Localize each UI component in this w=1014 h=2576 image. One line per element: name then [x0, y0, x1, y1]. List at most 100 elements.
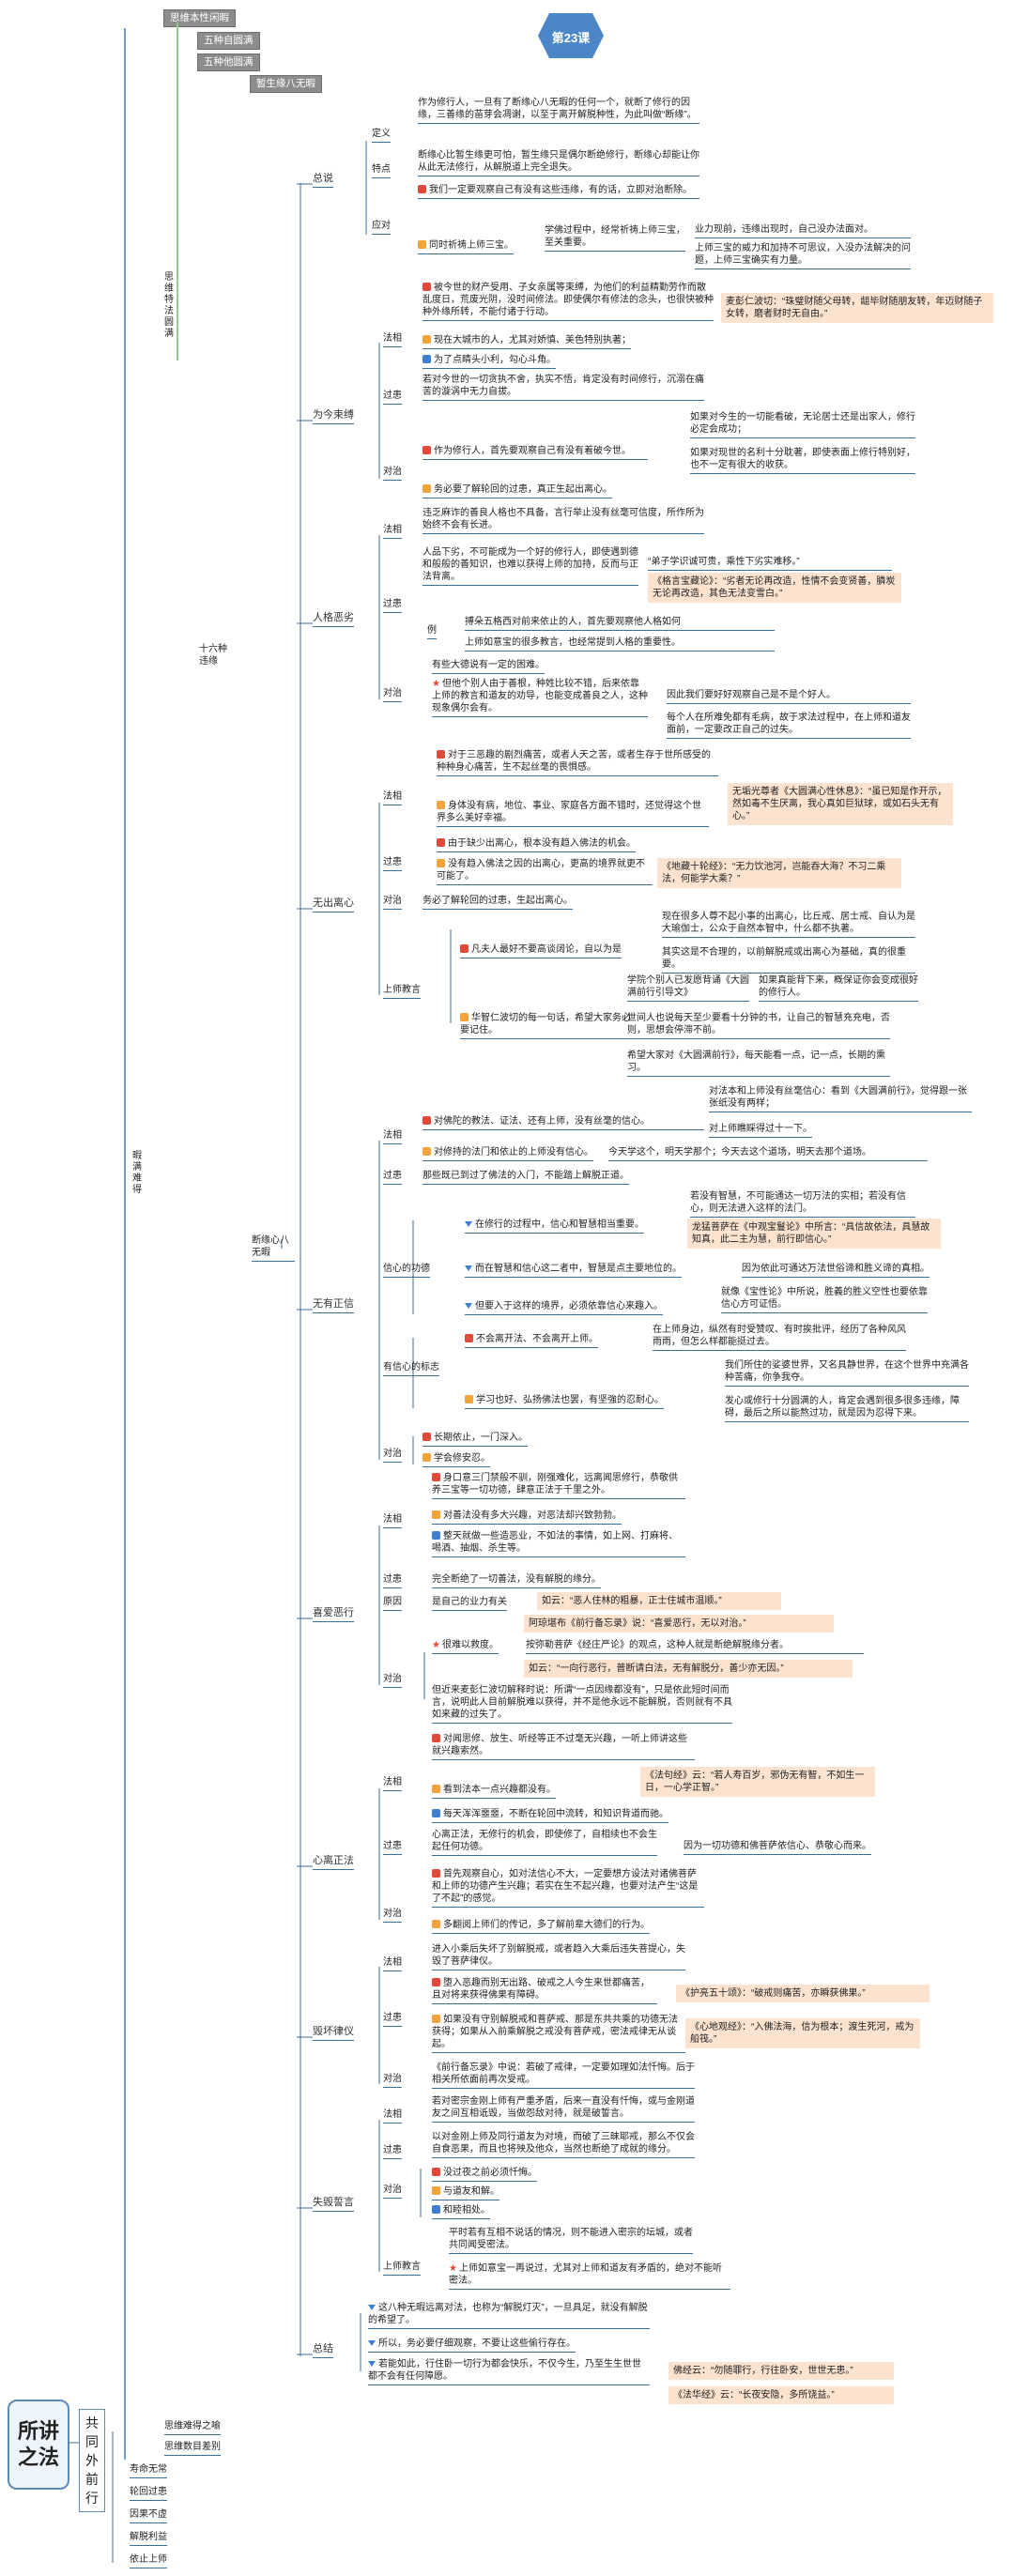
down-arrow-icon [465, 1221, 472, 1227]
blue-flag-icon [432, 1531, 440, 1540]
section-label[interactable]: 思维特法圆满 [164, 272, 174, 339]
label-fx: 法相 [383, 2108, 402, 2124]
l1-node[interactable]: 共同外前行 [79, 2409, 105, 2512]
branch-xlzf[interactable]: 心离正法 [313, 1855, 354, 1870]
label-yy: 原因 [383, 1596, 402, 1611]
text-zj3: 若能如此，行住卧一切行为都会快乐，不仅今生，乃至生生世世都不会有任何障愿。 [368, 2358, 650, 2385]
label-xx: 信心的功德 [383, 1263, 430, 1278]
l2-item[interactable]: 因果不虚 [130, 2508, 167, 2523]
text-xlzf-f2: 看到法本一点兴趣都没有。 [432, 1784, 556, 1799]
text-xaex-f2: 对善法没有多大兴趣，对恶法却兴致勃勃。 [432, 1510, 622, 1525]
text-hhly-d1: 《前行备忘录》中说：若破了戒律，一定要如理如法忏悔。后于相关所依面前再次受戒。 [432, 2062, 695, 2089]
red-flag-icon [422, 1116, 431, 1125]
text-rgel-f1: 违乏麻诈的善良人格也不具备，言行举止没有丝毫可信度，所作所为始终不会有长进。 [422, 507, 704, 534]
branch-xaex[interactable]: 喜爱恶行 [313, 1607, 354, 1622]
text-wyzx-f2: 对修持的法门和依止的上师没有信心。 [422, 1146, 593, 1161]
label-dz: 对治 [383, 687, 402, 702]
text-wjs-f2: 现在大城市的人，尤其对娇慎、美色特别执著； [422, 334, 631, 349]
text-xaex-f1: 身口意三门禁般不驯，刚强难化，远离闻思修行，恭敬供养三宝等一切功德，肆意正法于千… [432, 1472, 685, 1499]
text-rgel-g1q: “弟子学识诚可贵，乘性下劣实难移。” [648, 556, 892, 571]
text-hhly-f1: 进入小乘后失坏了别解脱戒，或者趋入大乘后违失菩提心，失毁了菩萨律仪。 [432, 1943, 685, 1970]
label-dz: 对治 [383, 895, 402, 910]
l2-item[interactable]: 解脱利益 [130, 2531, 167, 2546]
text-hhly-g1: 堕入恶趣而别无出路、破戒之人今生来世都痛苦，且对将来获得佛果有障碍。 [432, 1977, 657, 2004]
orange-flag-icon [432, 1510, 440, 1519]
text-wcl-f2: 身体没有病，地位、事业、家庭各方面不错时，还觉得这个世界多么美好幸福。 [437, 800, 709, 827]
branch-wjs[interactable]: 为今束缚 [313, 409, 354, 424]
text-wyzx-f1: 对佛陀的教法、证法、还有上师，没有丝毫的信心。 [422, 1115, 704, 1130]
text-sssy-s1: 平时若有互相不说话的情况，则不能进入密宗的坛城，或者共同闻受密法。 [449, 2227, 693, 2254]
branch-rgel[interactable]: 人格恶劣 [313, 612, 354, 627]
label-dz: 对治 [383, 1908, 402, 1923]
text-rgel-l2: 上师如意宝的很多教言，也经常提到人格的重要性。 [465, 636, 775, 652]
text-sssy-d3: 和睦相处。 [432, 2204, 490, 2219]
l2-item[interactable]: 寿命无常 [130, 2463, 167, 2478]
text-wjs-d2: 务必要了解轮回的过患，真正生起出离心。 [422, 483, 612, 498]
text-wyzx-b2a: 我们所住的娑婆世界，又名具静世界，在这个世界中充满各种苦痛，你争我夺。 [725, 1359, 969, 1387]
top-item[interactable]: 暂生缘八无暇 [250, 75, 322, 93]
down-arrow-icon [368, 2340, 376, 2346]
down-arrow-icon [368, 2305, 376, 2310]
label-gh: 过患 [383, 2012, 402, 2027]
quote-wjs-f1: 麦彭仁波切：“珠璧财随父母转，龃毕财随朋友转，年迈财随子女转，磨者财时无自由。” [721, 293, 993, 323]
blue-flag-icon [422, 355, 431, 363]
quote-zj3b: 《法华经》云：“长夜安隐，多所饶益。” [668, 2386, 894, 2404]
branch-hhly[interactable]: 毁坏律仪 [313, 2026, 354, 2041]
blue-flag-icon [432, 1809, 440, 1817]
label-fx: 法相 [383, 332, 402, 347]
text-wjs-d1b: 如果对现世的名利十分耽著，即使表面上修行特别好，也不一定有很大的收获。 [690, 447, 915, 474]
text-xaex-d2: 但近来麦彭仁波切解释时说：所谓“一点因缘都没有”，只是依此短时间而言，说明此人目… [432, 1684, 732, 1724]
star-icon: ★ [432, 1640, 440, 1650]
top-item[interactable]: 五种自圆满 [197, 32, 260, 50]
bottom-item[interactable]: 思维数目差别 [164, 2441, 221, 2456]
branch-zongshuo[interactable]: 总说 [313, 173, 333, 188]
text-sssy-s2: ★上师如意宝一再说过，尤其对上师和道友有矛盾的，绝对不能听密法。 [449, 2262, 730, 2290]
bottom-item[interactable]: 思维难得之喻 [164, 2420, 221, 2435]
text-wjs-d1: 作为修行人，首先要观察自己有没有着破今世。 [422, 445, 648, 460]
text-wcl-g1: 由于缺少出离心，根本没有趋入佛法的机会。 [437, 837, 636, 852]
red-flag-icon [465, 1334, 473, 1342]
section-label[interactable]: 断缘心八无暇 [252, 1234, 295, 1262]
red-flag-icon [432, 1473, 440, 1481]
label-gh: 过患 [383, 1573, 402, 1588]
text-wcl-s2b: 如果真能背下来，概保证你会变成很好的修行人。 [759, 974, 918, 1002]
top-item[interactable]: 思维本性闲暇 [163, 9, 236, 27]
root-node[interactable]: 所讲之法 [8, 2400, 69, 2490]
l2-item[interactable]: 轮回过患 [130, 2486, 167, 2501]
top-item[interactable]: 五种他圆满 [197, 54, 260, 71]
orange-flag-icon [432, 1920, 440, 1928]
branch-sssy[interactable]: 失毁誓言 [313, 2197, 354, 2212]
text-yd2c: 上师三宝的威力和加持不可思议，入没办法解决的问题，上师三宝确实有力量。 [695, 242, 911, 269]
l2-item[interactable]: 依止上师 [130, 2553, 167, 2568]
text-wcl-s1a: 现在很多人尊不起小事的出离心，比丘戒、居士戒、自认为是大瑜伽士，公众于自然本智中… [662, 911, 915, 938]
label-fx: 法相 [383, 1956, 402, 1971]
star-icon: ★ [449, 2263, 457, 2274]
label-gh: 过患 [383, 2144, 402, 2159]
quote-xlzf: 《法句经》云：“若人寿百岁，邪伪无有智，不如生一日，一心学正智。” [640, 1767, 875, 1797]
text-xlzf-f1: 对闻思修、放生、听经等正不过毫无兴趣，一听上师讲这些就兴趣索然。 [432, 1733, 695, 1760]
orange-flag-icon [432, 1785, 440, 1793]
text-yd2a: 学佛过程中，经常祈祷上师三宝，至关重要。 [545, 224, 685, 252]
branch-wcl[interactable]: 无出离心 [313, 897, 354, 912]
label-dz: 对治 [383, 1673, 402, 1688]
orange-flag-icon [432, 2186, 440, 2195]
star-icon: ★ [432, 679, 440, 689]
text-wyzx-b1a: 在上师身边，纵然有时受赞叹、有时挨批评，经历了各种风风雨雨，但怎么样都能挺过去。 [653, 1324, 906, 1351]
text-yd2: 同时祈祷上师三宝。 [418, 239, 514, 254]
branch-zj[interactable]: 总结 [313, 2343, 333, 2358]
quote-xaex-d1a: 阿琼堪布《前行备忘录》说：“喜爱恶行，无以对治。” [524, 1615, 834, 1633]
red-flag-icon [422, 446, 431, 454]
text-wyzx-d2: 学会修安忍。 [422, 1452, 490, 1467]
text-xlzf-d2: 多翻阅上师们的传记，多了解前辈大德们的行为。 [432, 1919, 650, 1934]
label-li: 例 [427, 624, 437, 639]
section-label[interactable]: 十六种违缘 [199, 644, 227, 667]
text-sssy-d1: 没过夜之前必须忏悔。 [432, 2167, 537, 2182]
quote-rgel: 《格言宝藏论》：“劣者无论再改造，性情不会变贤善，膦炭无论再改造，其色无法变雪白… [648, 573, 901, 603]
section-label[interactable]: 暇满难得 [132, 1151, 142, 1195]
red-flag-icon [432, 1869, 440, 1878]
text-wcl-s2: 华智仁波切的每一句话，希望大家务必要记住。 [460, 1012, 638, 1039]
text-rgel-d2a: 因此我们要好好观察自己是不是个好人。 [667, 689, 911, 704]
quote-zj3a: 佛经云：“勿随罪行，行往卧安，世世无患。” [668, 2362, 894, 2380]
quote-hhly-g2: 《心地观经》：“入佛法海，信为根本；渡生死河，戒为船筏。” [685, 2018, 920, 2048]
branch-wyzx[interactable]: 无有正信 [313, 1298, 354, 1313]
